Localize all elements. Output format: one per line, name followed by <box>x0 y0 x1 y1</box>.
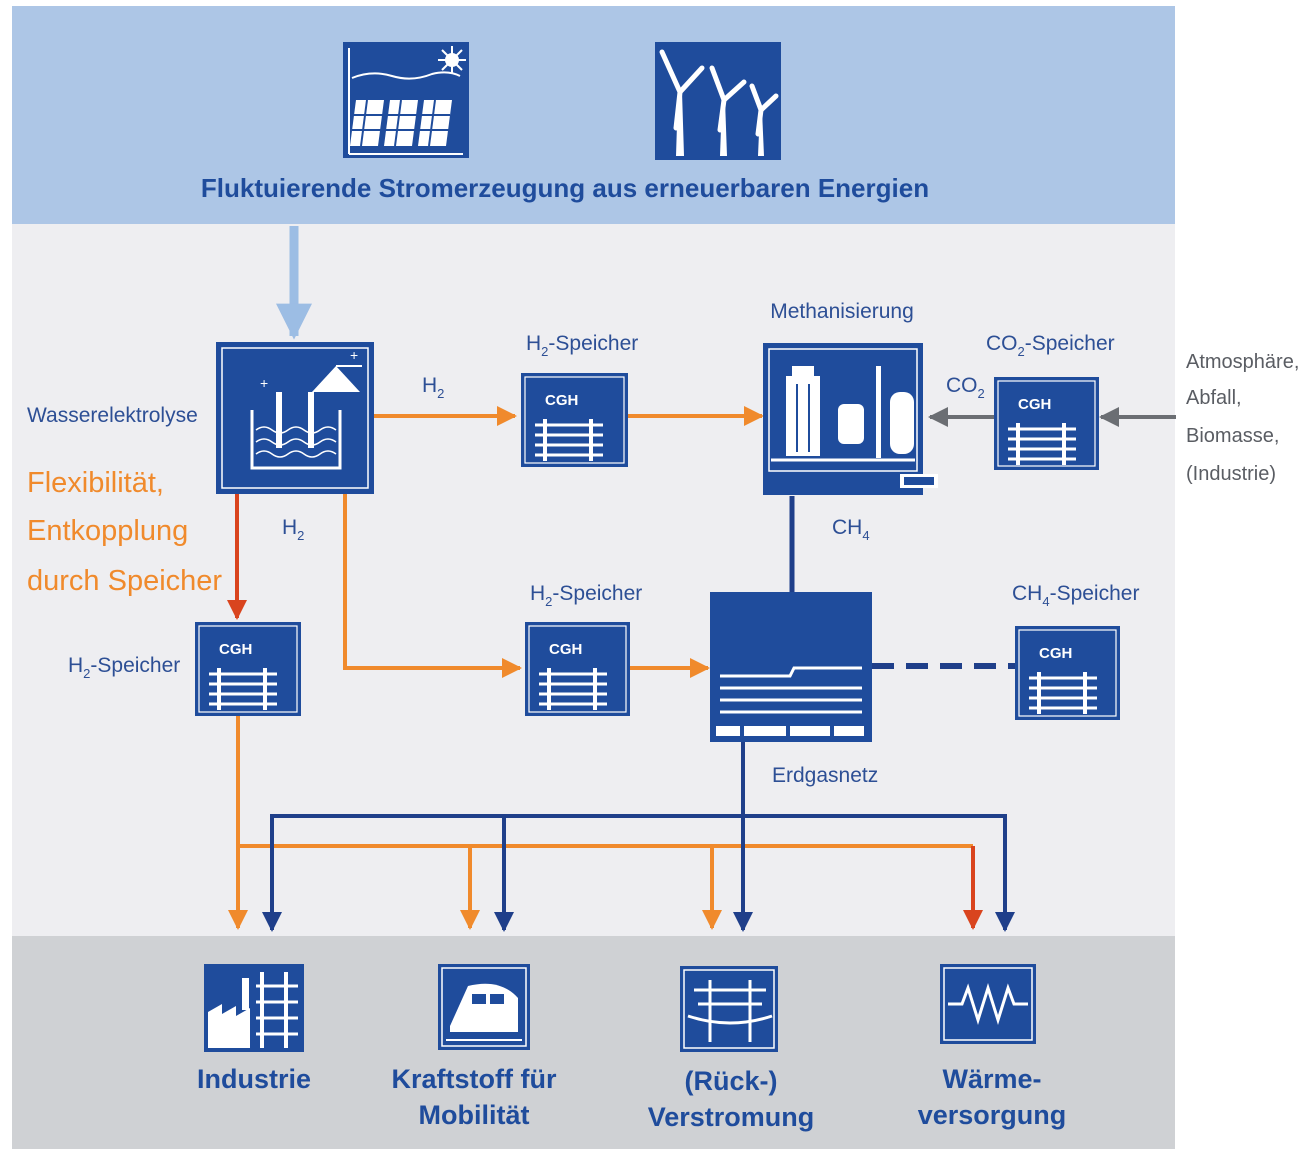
electrolysis-label: Wasserelektrolyse <box>27 404 198 427</box>
consumer-reconversion: (Rück-) Verstromung <box>648 1066 815 1132</box>
gas-storage-tank-icon: CGH <box>521 373 628 467</box>
h2-flow-arrow <box>343 494 522 678</box>
flexibility-note: Flexibilität, Entkopplung durch Speicher <box>27 467 222 597</box>
solar-panel-icon <box>343 42 469 158</box>
svg-text:CGH: CGH <box>549 641 582 658</box>
ch4-flow-label: CH4 <box>832 516 870 543</box>
h2-storage-label: H2-Speicher <box>530 582 642 609</box>
svg-text:durch Speicher: durch Speicher <box>27 565 222 597</box>
svg-text:Verstromung: Verstromung <box>648 1102 815 1132</box>
h2-storage-label: H2-Speicher <box>526 332 638 359</box>
consumer-industry: Industrie <box>197 1064 311 1094</box>
co2-storage-label: CO2-Speicher <box>986 332 1115 359</box>
svg-text:Entkopplung: Entkopplung <box>27 515 188 547</box>
svg-text:Flexibilität,: Flexibilität, <box>27 467 164 499</box>
svg-text:CGH: CGH <box>219 641 252 658</box>
factory-icon <box>204 964 304 1052</box>
svg-text:+: + <box>350 347 358 363</box>
svg-text:Abfall,: Abfall, <box>1186 387 1242 409</box>
h2-storage-label: H2-Speicher <box>68 654 180 681</box>
svg-text:versorgung: versorgung <box>918 1100 1067 1130</box>
svg-text:Kraftstoff für: Kraftstoff für <box>392 1064 557 1094</box>
svg-text:CGH: CGH <box>1039 645 1072 662</box>
power-line-icon <box>680 966 778 1052</box>
co2-sources-label: Atmosphäre, Abfall, Biomasse, (Industrie… <box>1186 351 1299 485</box>
gas-storage-tank-icon: CGH <box>525 622 630 716</box>
gas-storage-tank-icon: CGH <box>994 377 1099 470</box>
gasgrid-label: Erdgasnetz <box>772 764 878 787</box>
h2-flow-label: H2 <box>422 374 444 401</box>
co2-flow-label: CO2 <box>946 374 985 401</box>
methanation-plant-icon <box>763 343 938 495</box>
ch4-storage-label: CH4-Speicher <box>1012 582 1139 609</box>
electrolysis-icon: + + <box>216 342 374 494</box>
consumer-mobility: Kraftstoff für Mobilität <box>392 1064 557 1130</box>
wind-turbine-icon <box>655 42 781 160</box>
consumer-heat: Wärme- versorgung <box>918 1064 1067 1130</box>
svg-text:(Industrie): (Industrie) <box>1186 463 1276 485</box>
svg-text:Wärme-: Wärme- <box>942 1064 1041 1094</box>
diagram-title: Fluktuierende Stromerzeugung aus erneuer… <box>201 173 929 203</box>
methanation-label: Methanisierung <box>770 300 914 323</box>
svg-text:(Rück-): (Rück-) <box>685 1066 778 1096</box>
svg-text:Biomasse,: Biomasse, <box>1186 425 1279 447</box>
renewables-band <box>12 6 1175 224</box>
svg-text:Mobilität: Mobilität <box>419 1100 530 1130</box>
svg-text:+: + <box>260 375 268 391</box>
train-icon <box>438 964 530 1050</box>
gas-storage-tank-icon: CGH <box>195 622 301 716</box>
svg-text:CGH: CGH <box>1018 396 1051 413</box>
svg-text:CGH: CGH <box>545 392 578 409</box>
gas-distribution-line <box>270 814 1007 930</box>
h2-output-label: H2 <box>282 516 304 543</box>
svg-text:Atmosphäre,: Atmosphäre, <box>1186 351 1299 373</box>
gas-grid-icon <box>710 592 872 742</box>
heating-icon <box>940 964 1036 1044</box>
gas-storage-tank-icon: CGH <box>1015 626 1120 720</box>
